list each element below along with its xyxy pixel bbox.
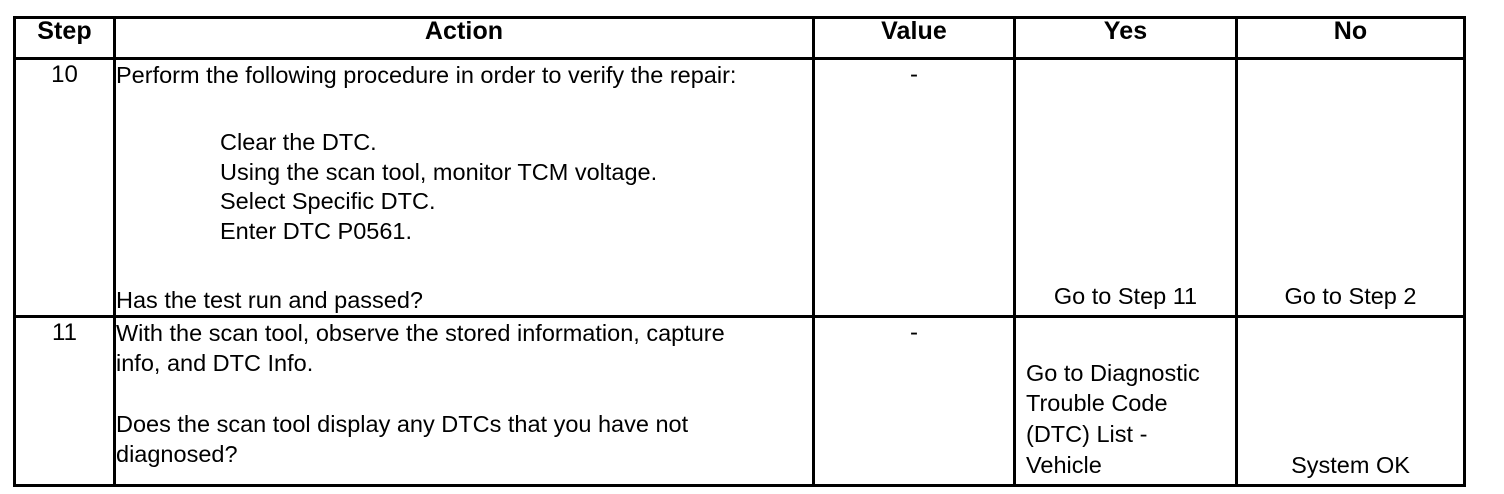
column-header-value: Value: [812, 16, 1016, 60]
column-header-step: Step: [13, 16, 116, 60]
action-question-text: Has the test run and passed?: [116, 287, 424, 314]
yes-answer-text: Go to Step 11: [1053, 283, 1198, 310]
action-step-item: Enter DTC P0561.: [220, 217, 413, 244]
action-intro-line: info, and DTC Info.: [116, 350, 314, 377]
step-number: 10: [13, 56, 116, 319]
yes-answer-line: Vehicle: [1026, 451, 1102, 478]
column-header-yes: Yes: [1013, 16, 1238, 60]
spacer: [116, 90, 812, 128]
table-row: 11 With the scan tool, observe the store…: [13, 315, 1466, 488]
no-answer-cell: System OK: [1235, 315, 1466, 488]
action-cell: With the scan tool, observe the stored i…: [113, 315, 815, 488]
no-answer-text: System OK: [1291, 452, 1410, 479]
table-header: Step Action Value Yes No: [13, 16, 1466, 60]
step-number: 11: [13, 315, 116, 488]
column-header-no: No: [1235, 16, 1466, 60]
value-cell: -: [812, 56, 1016, 319]
yes-answer-cell: Go to Step 11: [1013, 56, 1238, 319]
spacer: [116, 378, 812, 409]
yes-answer-line: (DTC) List -: [1026, 421, 1148, 447]
action-question-text: Does the scan tool display any DTCs that…: [116, 409, 812, 469]
action-step-list: Clear the DTC. Using the scan tool, moni…: [116, 128, 812, 246]
action-question-line: diagnosed?: [116, 441, 238, 468]
yes-answer-line: Go to Diagnostic: [1026, 359, 1200, 386]
action-intro-line: With the scan tool, observe the stored i…: [116, 320, 725, 347]
action-step-item: Using the scan tool, monitor TCM voltage…: [220, 158, 658, 185]
diagnostic-procedure-table: Step Action Value Yes No 10 Perform the …: [13, 16, 1466, 488]
action-step-item: Select Specific DTC.: [220, 188, 436, 215]
no-answer-cell: Go to Step 2: [1235, 56, 1466, 319]
yes-answer-cell: Go to Diagnostic Trouble Code (DTC) List…: [1013, 315, 1238, 488]
table-header-row: Step Action Value Yes No: [13, 16, 1466, 60]
action-cell: Perform the following procedure in order…: [113, 56, 815, 319]
action-step-item: Clear the DTC.: [220, 129, 377, 156]
table-body: 10 Perform the following procedure in or…: [13, 56, 1466, 488]
no-answer-text: Go to Step 2: [1284, 283, 1417, 310]
yes-answer-line: Trouble Code: [1026, 390, 1168, 417]
column-header-action: Action: [113, 16, 815, 60]
action-question-line: Does the scan tool display any DTCs that…: [116, 411, 689, 438]
action-intro-text: With the scan tool, observe the stored i…: [116, 318, 812, 378]
yes-answer-text: Go to Diagnostic Trouble Code (DTC) List…: [1026, 358, 1231, 480]
table-row: 10 Perform the following procedure in or…: [13, 56, 1466, 319]
spacer: [116, 246, 812, 285]
action-intro-text: Perform the following procedure in order…: [116, 62, 737, 88]
value-cell: -: [812, 315, 1016, 488]
